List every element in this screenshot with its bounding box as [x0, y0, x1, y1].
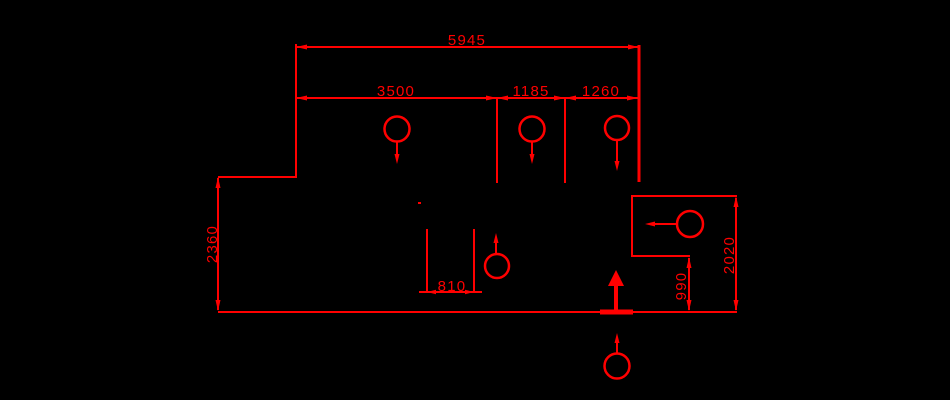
arrowhead-left-height-bottom	[215, 300, 221, 311]
arrowhead-overall-right	[628, 44, 639, 50]
arrowhead-leader-6	[614, 333, 620, 343]
arrowhead-right-height-bottom	[733, 300, 739, 311]
arrowhead-section-right-a	[565, 95, 576, 101]
arrowhead-section-left-b	[486, 95, 497, 101]
balloon-marker-1	[383, 115, 411, 143]
arrowhead-slot-right	[465, 289, 474, 295]
arrowhead-overall-left	[296, 44, 307, 50]
dim-value-section-left: 3500	[377, 83, 415, 100]
balloon-marker-6	[603, 352, 631, 380]
lines-layer	[217, 44, 737, 353]
arrowhead-outlet-top	[686, 257, 692, 268]
arrowhead-section-left-a	[296, 95, 307, 101]
balloon-marker-4	[483, 252, 511, 280]
arrowhead-leader-2	[529, 154, 535, 164]
dim-value-left-height: 2360	[204, 225, 221, 263]
arrowheads-layer	[215, 44, 739, 343]
balloons-layer	[383, 114, 705, 380]
arrowhead-section-mid-a	[497, 95, 508, 101]
arrowhead-slot-left	[427, 289, 436, 295]
feed-direction-arrowhead	[608, 270, 624, 286]
arrowhead-outlet-bottom	[686, 300, 692, 311]
arrowhead-section-mid-b	[554, 95, 565, 101]
arrowhead-right-height-top	[733, 196, 739, 207]
arrowhead-section-right-b	[627, 95, 638, 101]
arrowhead-left-height-top	[215, 177, 221, 188]
dim-value-overall-width: 5945	[448, 32, 486, 49]
stray-dot-mark	[418, 202, 421, 204]
dim-value-section-right: 1260	[582, 83, 620, 100]
arrowhead-leader-3	[614, 161, 620, 171]
dim-value-outlet-height: 990	[673, 272, 690, 301]
dim-value-section-middle: 1185	[512, 83, 549, 100]
dim-value-right-height: 2020	[721, 236, 738, 274]
balloon-marker-2	[518, 115, 546, 143]
arrowhead-leader-1	[394, 154, 400, 164]
arrowhead-leader-4	[493, 233, 499, 243]
balloon-marker-3	[603, 114, 631, 142]
dim-value-slot-width: 810	[438, 278, 467, 295]
arrowhead-leader-5	[645, 221, 655, 227]
dimension-text-layer: 5945 3500 1185 1260 810 2360 2020 990	[204, 32, 738, 300]
balloon-marker-5	[675, 209, 705, 239]
